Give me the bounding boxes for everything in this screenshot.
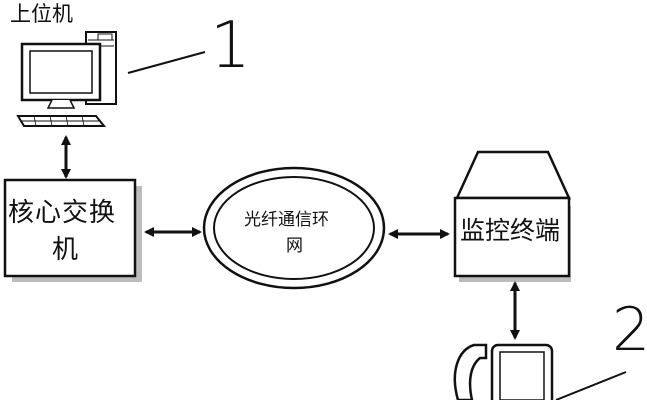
core-switch-box xyxy=(3,178,137,278)
callout-number-2: 2 xyxy=(612,295,647,365)
server-cabinet-icon xyxy=(453,150,571,282)
desktop-computer-icon xyxy=(16,31,117,127)
callout-number-1: 1 xyxy=(210,9,251,83)
monitor-terminal-label: 监控终端 xyxy=(460,216,561,245)
callout-2-leader xyxy=(555,371,627,400)
fiber-ring-label-line1: 光纤通信环 xyxy=(244,210,329,230)
callout-1-leader xyxy=(127,51,206,74)
upper-computer-label: 上位机 xyxy=(10,2,73,26)
phone-handset-icon xyxy=(453,343,554,400)
fiber-ring-label-line2: 网 xyxy=(286,236,303,256)
core-switch-label-line1: 核心交换 xyxy=(8,198,117,228)
fiber-ring-inner xyxy=(213,176,375,280)
fiber-ring-outer xyxy=(202,166,386,290)
core-switch-label-line2: 机 xyxy=(52,235,79,265)
